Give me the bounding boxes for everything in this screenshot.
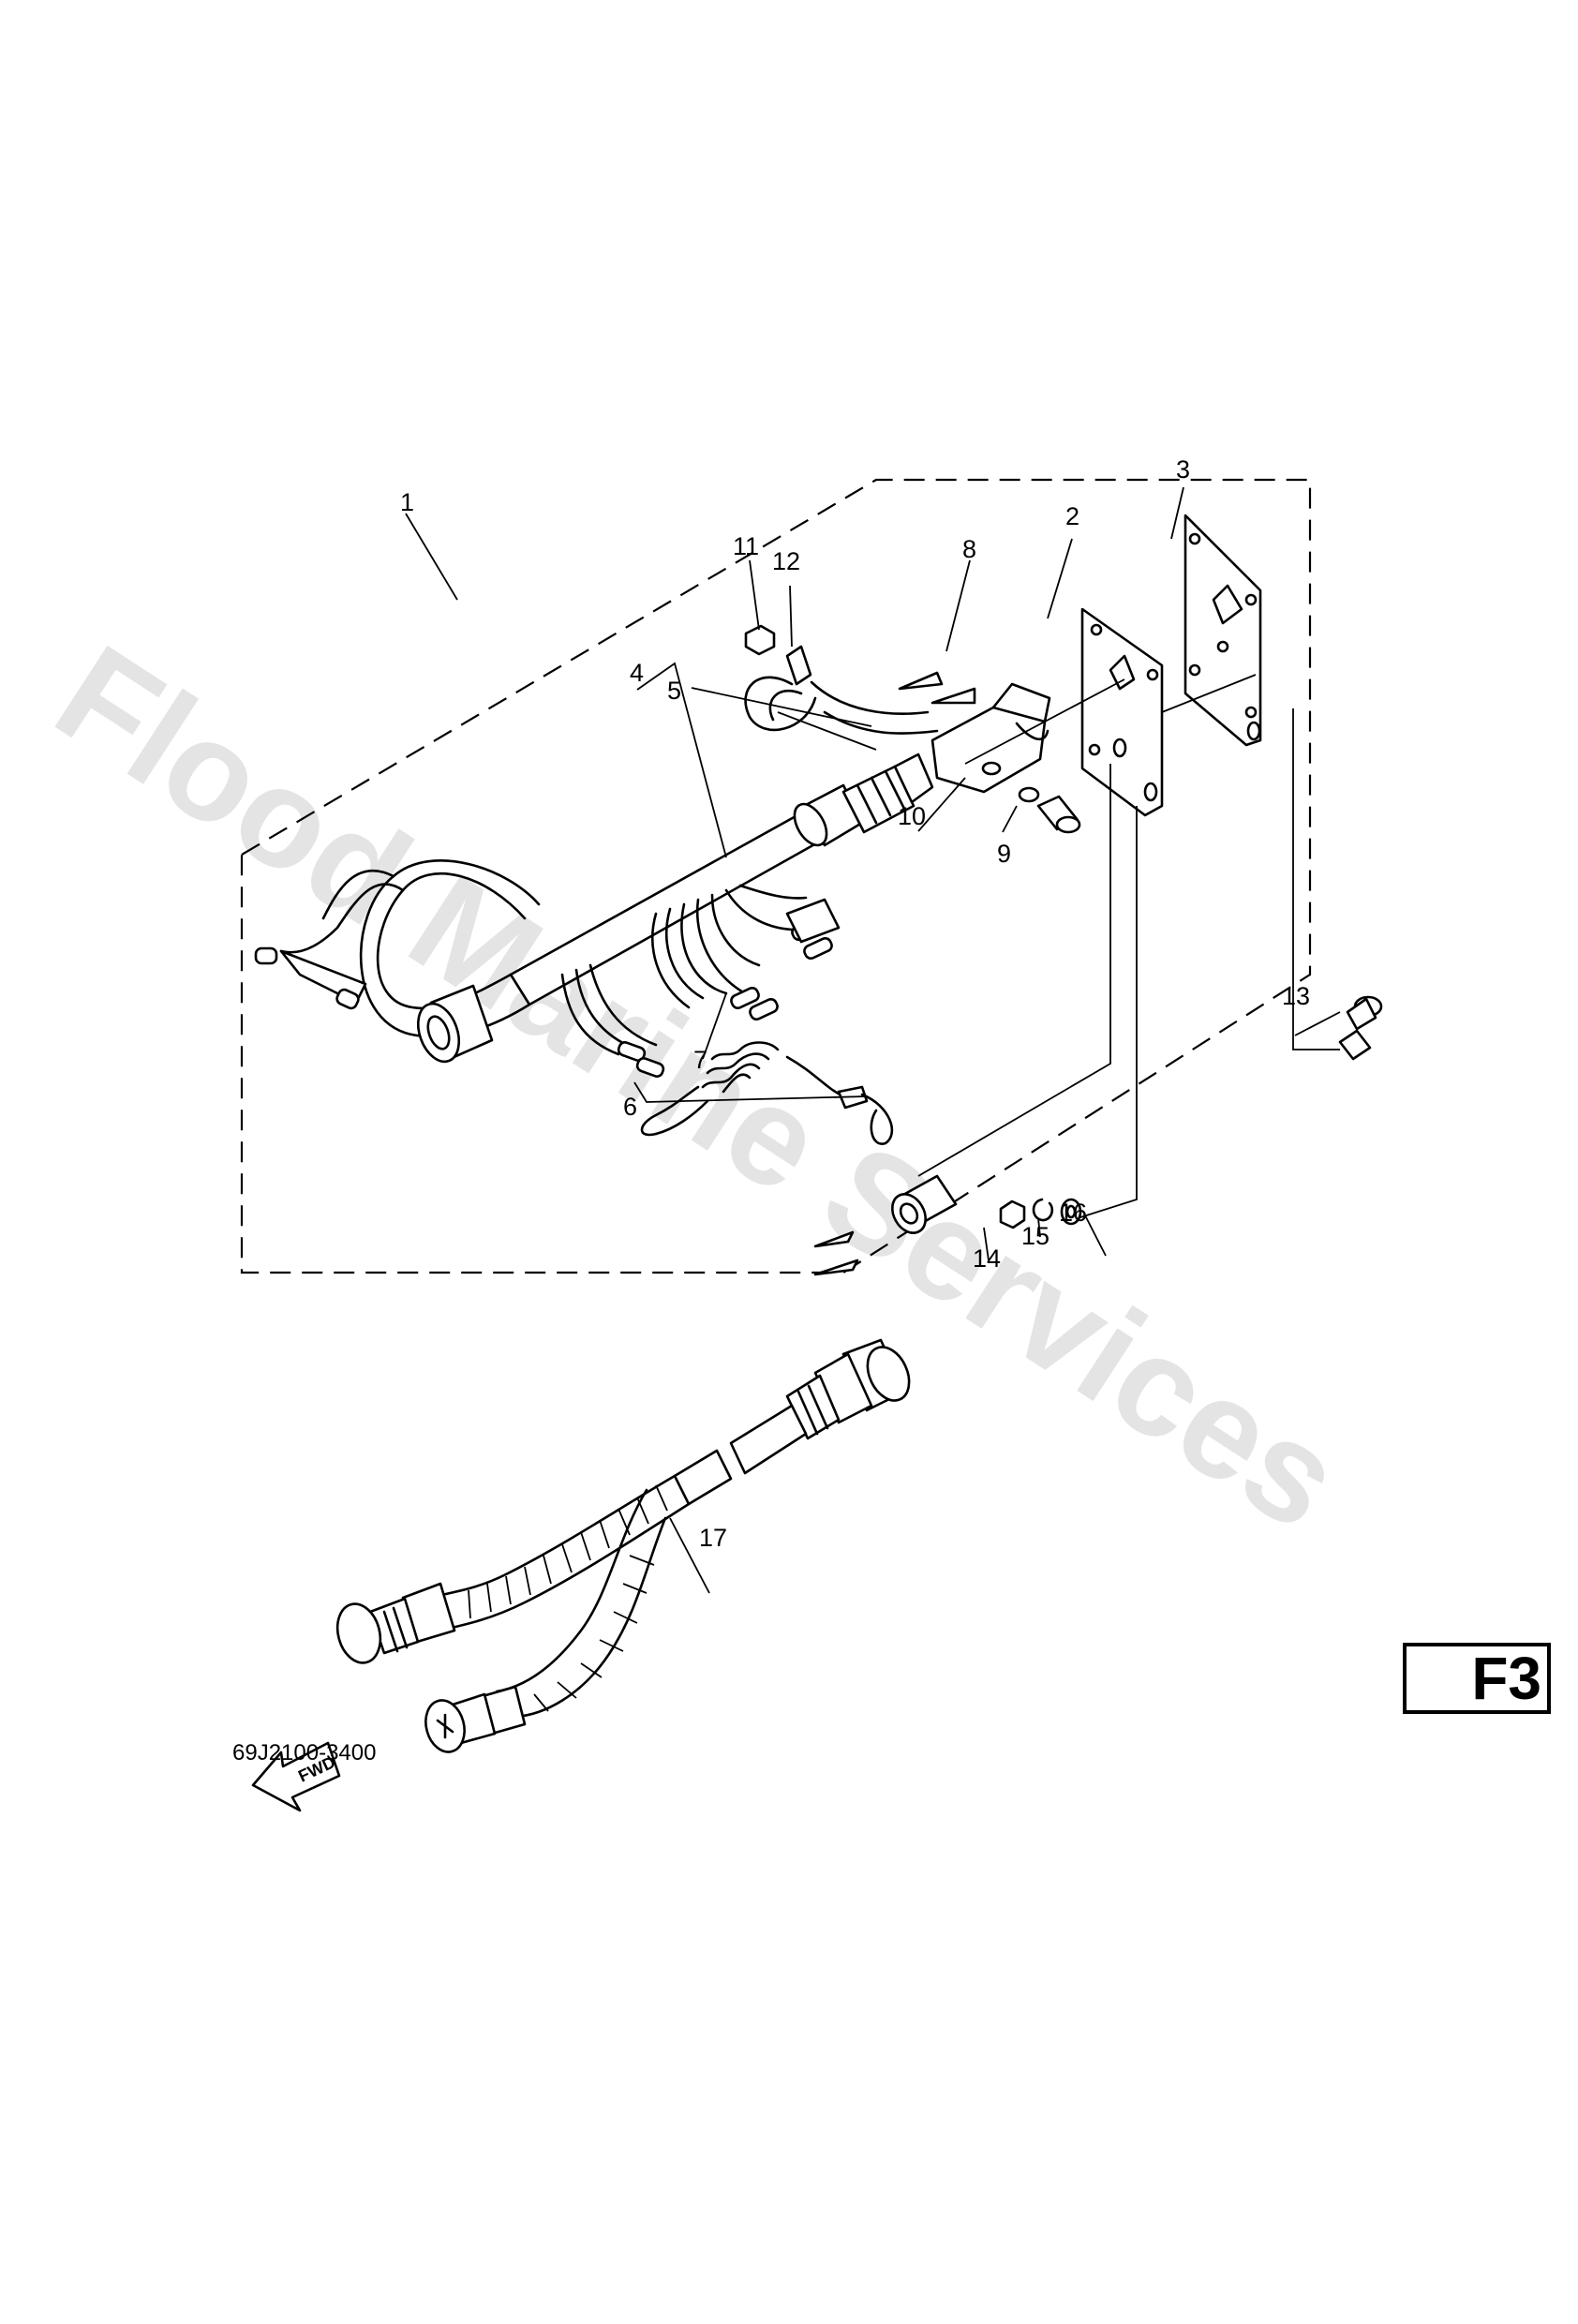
leader-10	[917, 777, 966, 832]
callout-2: 2	[1065, 502, 1079, 530]
leader-9	[1002, 805, 1018, 833]
assembly-line	[917, 764, 1111, 1177]
bracket-8	[930, 682, 1051, 794]
callout-14: 14	[973, 1244, 1001, 1273]
callout-8: 8	[962, 535, 976, 563]
leader-8	[945, 559, 971, 652]
callout-17: 17	[699, 1524, 727, 1552]
assembly-line	[1077, 806, 1138, 1219]
nut-14	[999, 1199, 1026, 1229]
extension-harness-17	[335, 1338, 911, 1753]
washer-10	[1018, 786, 1040, 803]
assembly-line	[1292, 708, 1340, 1050]
callout-16: 16	[1059, 1199, 1087, 1227]
callout-3: 3	[1176, 455, 1190, 484]
leader-11	[749, 559, 760, 631]
assembly-boundary	[240, 478, 1312, 1274]
callout-6: 6	[623, 1093, 637, 1121]
lockwasher-15	[1032, 1198, 1054, 1222]
assembly-line	[777, 711, 877, 751]
leader-16	[1084, 1214, 1107, 1257]
plate-3	[1184, 514, 1262, 747]
leader-6	[633, 1081, 868, 1103]
leader-4	[636, 662, 727, 858]
leader-5	[691, 687, 872, 727]
callout-15: 15	[1021, 1222, 1050, 1250]
arrow-tip	[898, 671, 944, 691]
callout-1: 1	[400, 488, 414, 516]
leader-7	[702, 992, 727, 1060]
fwd-arrow-icon: FWD	[251, 1741, 341, 1812]
callout-10: 10	[898, 802, 926, 830]
bolt-9	[1036, 795, 1081, 834]
callout-13: 13	[1282, 982, 1310, 1010]
washer-16	[1060, 1198, 1082, 1226]
callout-4: 4	[630, 659, 644, 687]
leader-12	[789, 585, 793, 648]
leader-3	[1170, 486, 1184, 540]
clamp-12	[744, 624, 939, 735]
switch-6	[813, 1174, 958, 1276]
callout-12: 12	[772, 547, 800, 575]
diagram-code: 69J2100-3400	[232, 1740, 376, 1765]
wire-harness-4	[254, 752, 934, 1078]
assembly-line	[964, 678, 1125, 765]
callout-7: 7	[693, 1046, 707, 1074]
plate-2	[1080, 607, 1164, 817]
arrow-tip	[930, 687, 976, 705]
screw-13	[1338, 995, 1383, 1061]
leader-14	[983, 1227, 990, 1261]
leader-1	[405, 513, 458, 601]
leader-13	[1294, 1011, 1341, 1036]
leader-2	[1047, 538, 1073, 619]
leader-17	[669, 1517, 710, 1594]
page-code-box: F3	[1403, 1643, 1551, 1714]
callout-11: 11	[733, 532, 759, 560]
assembly-line	[1161, 674, 1257, 713]
callout-9: 9	[997, 840, 1011, 868]
leader-15	[1037, 1217, 1041, 1238]
callout-5: 5	[667, 677, 681, 705]
page-code-label: F3	[1471, 1645, 1541, 1712]
